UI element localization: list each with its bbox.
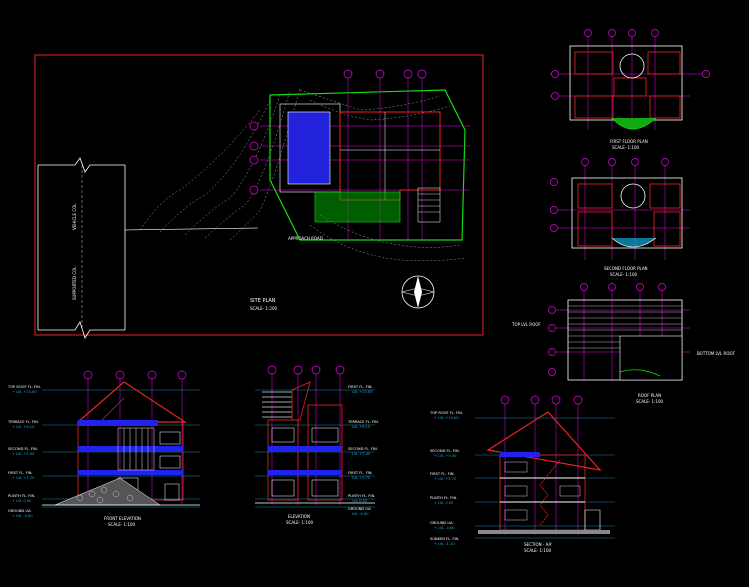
svg-text:SECOND FL. FIN.: SECOND FL. FIN. [348, 447, 378, 451]
svg-text:TERRACE FL. FIN.: TERRACE FL. FIN. [347, 420, 379, 424]
roof-plan-title: ROOF PLAN [638, 393, 661, 398]
section-aa: TOP ROOF FL. FIN. + LVL +10.60 SECOND FL… [429, 395, 615, 553]
first-floor-plan-scale: SCALE- 1:100 [612, 145, 640, 150]
section-levels: TOP ROOF FL. FIN. + LVL +10.60 SECOND FL… [429, 411, 463, 546]
site-plan: VEHICLE COL SUPPORTED COL [34, 54, 484, 339]
second-floor-plan-scale: SCALE- 1:100 [610, 272, 638, 277]
svg-text:LVL +2.70: LVL +2.70 [352, 476, 371, 480]
svg-text:+ LVL +8.10: + LVL +8.10 [12, 425, 35, 429]
north-arrow-icon [401, 275, 435, 309]
svg-text:+ LVL +2.70: + LVL +2.70 [434, 477, 457, 481]
road-label-top: VEHICLE COL [72, 203, 77, 230]
svg-text:PLINTH FL. FIN.: PLINTH FL. FIN. [8, 494, 35, 498]
side-elevation-scale: SCALE- 1:100 [286, 520, 314, 525]
front-elevation: TOP ROOF FL. FIN. + LVL +10.60 TERRACE F… [7, 370, 200, 527]
svg-text:+ LVL +5.40: + LVL +5.40 [434, 454, 457, 458]
roof-bottom-level: BOTTOM LVL ROOF [697, 351, 736, 356]
svg-text:TOP ROOF FL. FIN.: TOP ROOF FL. FIN. [7, 385, 41, 389]
site-grid-bubbles [249, 69, 427, 195]
side-elevation-title: ELEVATION [288, 514, 310, 519]
roof-top-level: TOP LVL ROOF [511, 322, 541, 327]
svg-text:FIRST FL. FIN.: FIRST FL. FIN. [348, 385, 373, 389]
section-title: SECTION - AA' [524, 542, 552, 547]
svg-text:FIRST FL. FIN.: FIRST FL. FIN. [8, 471, 33, 475]
svg-text:+ LVL +10.60: + LVL +10.60 [12, 390, 37, 394]
svg-text:GROUND LVL: GROUND LVL [348, 507, 371, 511]
ramp [417, 187, 441, 223]
roof-plan: TOP LVL ROOF BOTTOM LVL ROOF ROOF PLAN S… [511, 283, 736, 404]
first-floor-plan: FIRST FLOOR PLAN SCALE- 1:100 [550, 29, 710, 150]
svg-text:LVL -0.60: LVL -0.60 [352, 512, 369, 516]
svg-text:TOP ROOF FL. FIN.: TOP ROOF FL. FIN. [429, 411, 463, 415]
driveway [314, 191, 401, 223]
second-floor-plan-title: SECOND FLOOR PLAN [604, 266, 648, 271]
svg-text:+ LVL +10.60: + LVL +10.60 [434, 416, 459, 420]
front-elevation-levels: TOP ROOF FL. FIN. + LVL +10.60 TERRACE F… [7, 385, 41, 518]
front-elevation-title: FRONT ELEVATION [104, 516, 141, 521]
svg-text:TERRACE FL. FIN.: TERRACE FL. FIN. [7, 420, 39, 424]
svg-text:+ LVL +5.40: + LVL +5.40 [12, 452, 35, 456]
side-elevation: FIRST FL. FIN. LVL +10.60 TERRACE FL. FI… [255, 365, 379, 525]
svg-text:LVL +5.40: LVL +5.40 [352, 452, 371, 456]
svg-text:LVL 0.00: LVL 0.00 [352, 499, 368, 503]
svg-text:LVL +8.10: LVL +8.10 [352, 425, 371, 429]
property-boundary [269, 89, 466, 241]
contour-lines [139, 87, 466, 261]
approach-road-label: APPROACH ROAD [288, 236, 323, 241]
road: VEHICLE COL SUPPORTED COL [37, 157, 259, 339]
svg-text:PLINTH FL. FIN.: PLINTH FL. FIN. [348, 494, 375, 498]
svg-text:LVL +10.60: LVL +10.60 [352, 390, 373, 394]
first-floor-plan-title: FIRST FLOOR PLAN [610, 139, 648, 144]
svg-text:SECOND FL. FIN.: SECOND FL. FIN. [8, 447, 38, 451]
svg-text:+ LVL -1.20: + LVL -1.20 [434, 542, 455, 546]
svg-text:SECOND FL. FIN.: SECOND FL. FIN. [430, 449, 460, 453]
svg-text:+ LVL -0.60: + LVL -0.60 [12, 514, 33, 518]
site-plan-scale: SCALE- 1:200 [250, 306, 278, 311]
svg-text:FIRST FL. FIN.: FIRST FL. FIN. [348, 471, 373, 475]
svg-text:+ LVL -0.60: + LVL -0.60 [434, 526, 455, 530]
second-floor-plan: SECOND FLOOR PLAN SCALE- 1:100 [550, 158, 690, 277]
front-elevation-scale: SCALE- 1:100 [108, 522, 136, 527]
roof-plan-scale: SCALE- 1:100 [636, 399, 664, 404]
svg-text:+ LVL 0.00: + LVL 0.00 [12, 499, 32, 503]
site-plan-border [34, 54, 484, 336]
side-elevation-levels: FIRST FL. FIN. LVL +10.60 TERRACE FL. FI… [347, 385, 379, 516]
svg-text:SUNKEN FL. FIN.: SUNKEN FL. FIN. [430, 537, 459, 541]
svg-text:+ LVL +2.70: + LVL +2.70 [12, 476, 35, 480]
svg-text:GROUND LVL: GROUND LVL [430, 521, 453, 525]
site-plan-title: SITE PLAN [250, 298, 276, 304]
svg-text:GROUND LVL: GROUND LVL [8, 509, 31, 513]
section-scale: SCALE- 1:100 [524, 548, 552, 553]
road-label-bottom: SUPPORTED COL [72, 266, 77, 300]
svg-text:FIRST FL. FIN.: FIRST FL. FIN. [430, 472, 455, 476]
svg-text:+ LVL 0.00: + LVL 0.00 [434, 501, 454, 505]
swimming-pool [287, 111, 331, 185]
house-footprint [339, 111, 441, 201]
svg-text:PLINTH FL. FIN.: PLINTH FL. FIN. [430, 496, 457, 500]
